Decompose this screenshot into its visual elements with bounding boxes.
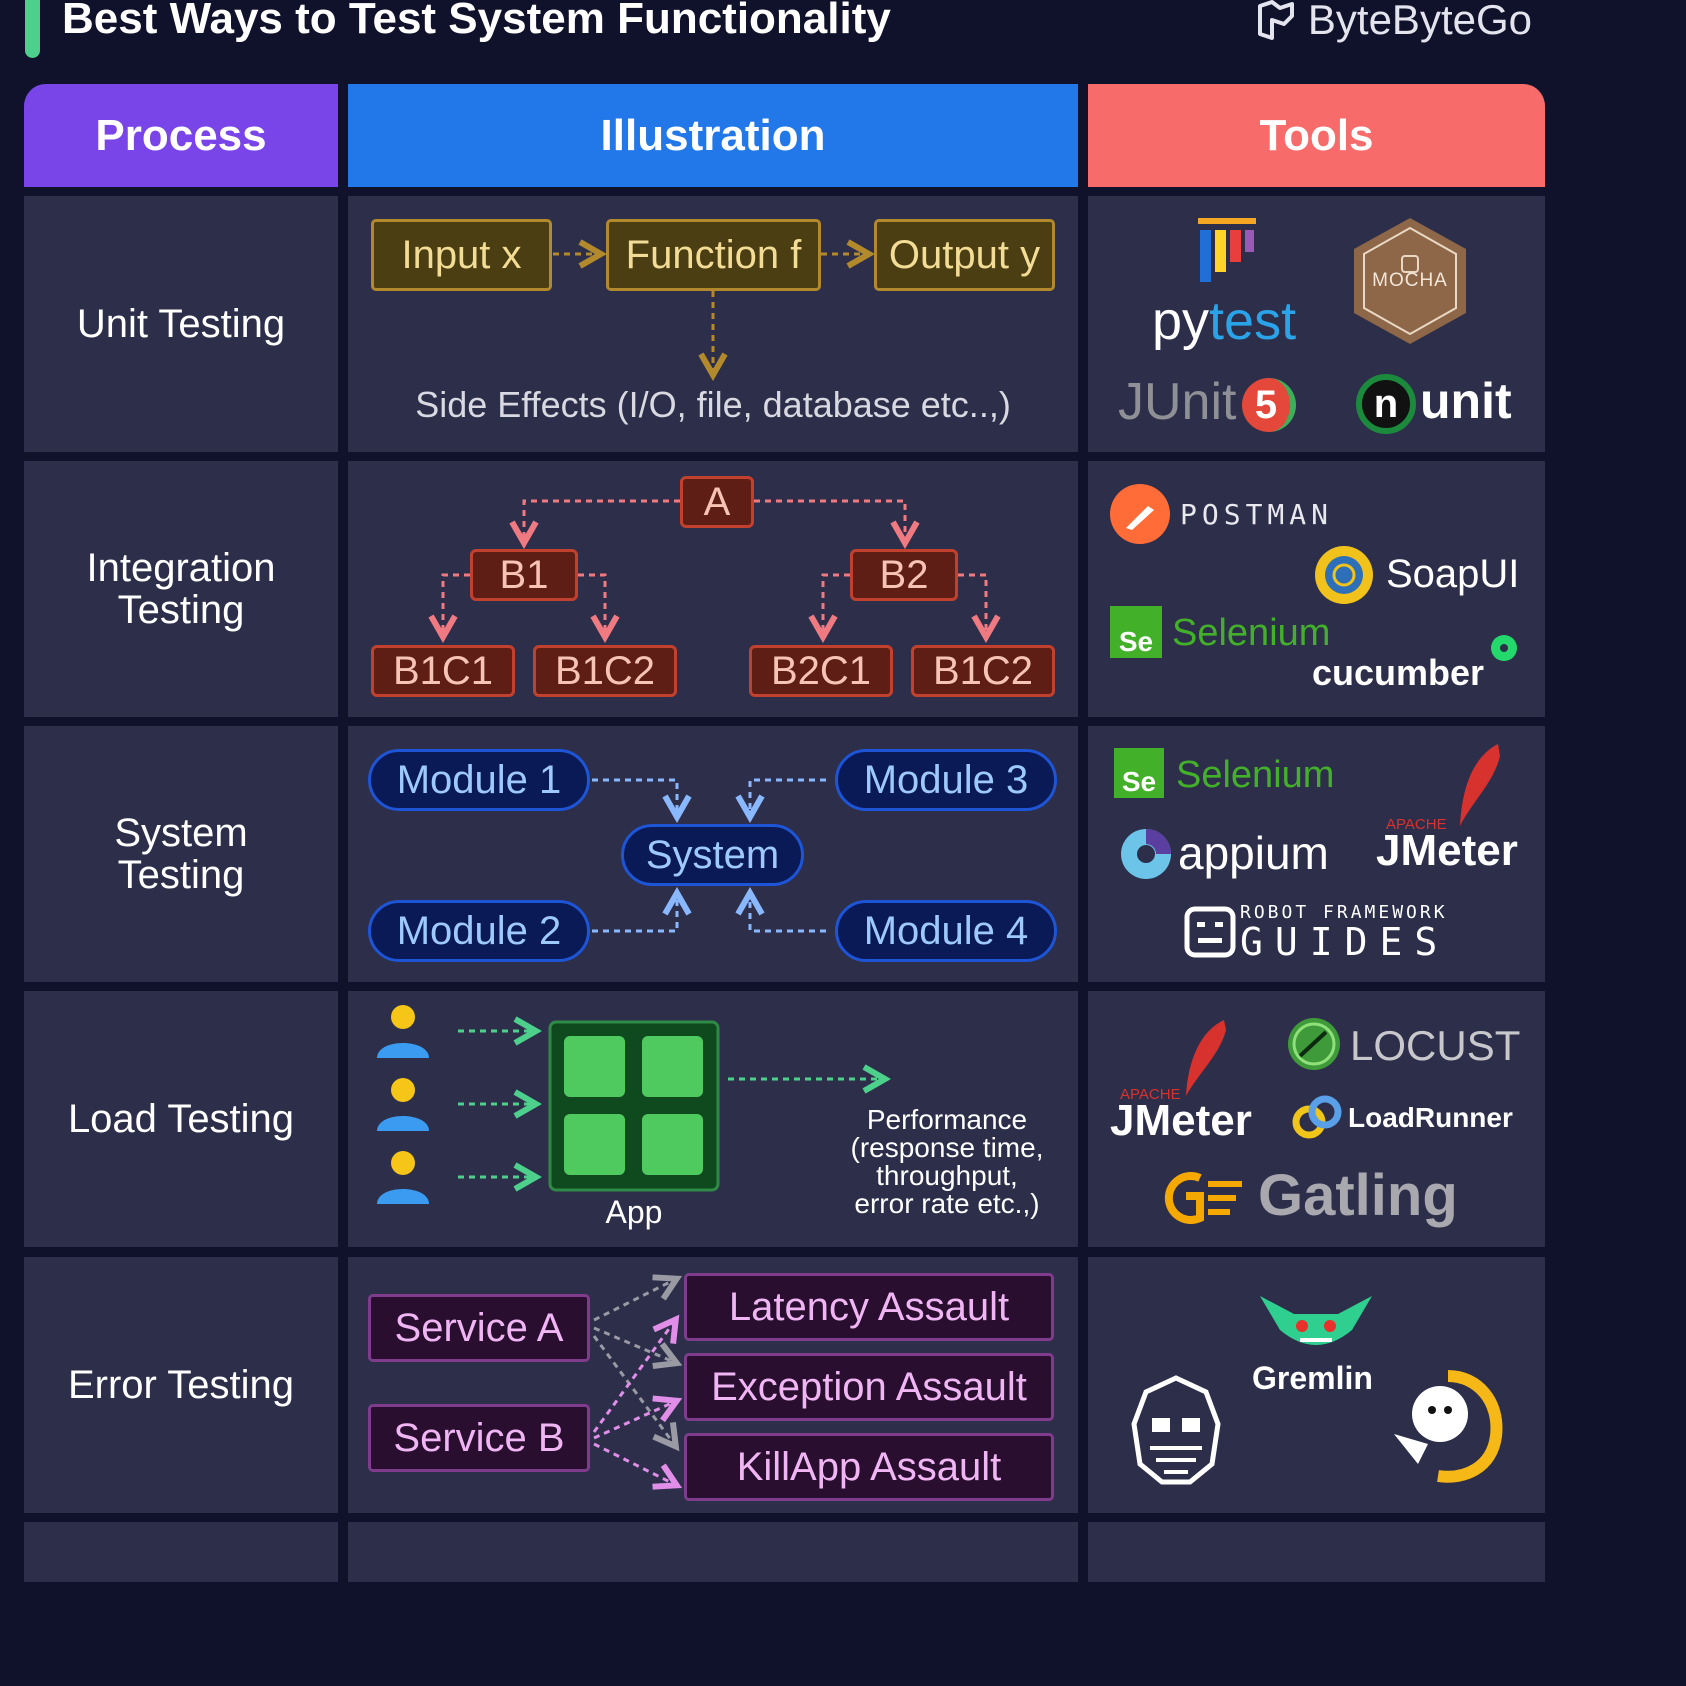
jmeter-text: JMeter	[1376, 826, 1518, 875]
gatling-text: Gatling	[1258, 1163, 1458, 1228]
performance-line-4: error rate etc.,)	[854, 1188, 1040, 1219]
selenium-text: Selenium	[1172, 612, 1331, 654]
junit-version-badge: 5	[1242, 378, 1296, 432]
user-icons	[377, 1005, 429, 1204]
jmeter-feather-icon-2	[1186, 1020, 1226, 1096]
process-next-row	[24, 1522, 338, 1582]
selenium-text-2: Selenium	[1176, 754, 1335, 796]
app-label: App	[605, 1194, 663, 1230]
output-box: Output y	[874, 219, 1055, 291]
node-b2c2: B1C2	[911, 645, 1055, 697]
connector-arrows	[0, 0, 1568, 1568]
side-effects-label: Side Effects (I/O, file, database etc..,…	[415, 384, 1011, 425]
jmeter-apache-text: APACHE	[1386, 816, 1447, 833]
jmeter-apache-text-2: APACHE	[1120, 1086, 1181, 1103]
header-process: Process	[24, 84, 338, 187]
module-2: Module 2	[368, 900, 590, 962]
robot-framework-text: ROBOT FRAMEWORK	[1240, 902, 1448, 923]
gremlin-text: Gremlin	[1252, 1360, 1373, 1396]
selenium-icon-2: Se	[1114, 748, 1164, 798]
node-b1c2: B1C2	[533, 645, 677, 697]
brand-name: ByteByteGo	[1307, 0, 1532, 43]
pytest-logo: pytest	[1152, 290, 1296, 352]
nunit-text: unit	[1420, 373, 1512, 429]
appium-text: appium	[1178, 827, 1329, 879]
module-3: Module 3	[835, 749, 1057, 811]
selenium-icon: Se	[1110, 606, 1162, 658]
title-accent-bar	[25, 0, 40, 58]
performance-line-3: throughput,	[876, 1160, 1018, 1191]
process-integration-testing: Integration Testing	[24, 461, 338, 717]
module-1: Module 1	[368, 749, 590, 811]
performance-label: Performance (response time, throughput, …	[836, 1106, 1058, 1218]
robot-framework-icon	[1184, 906, 1236, 958]
function-box: Function f	[606, 219, 821, 291]
nunit-icon: n	[1356, 374, 1416, 434]
loadrunner-icon	[1292, 1095, 1342, 1139]
process-system-testing: System Testing	[24, 726, 338, 982]
jmeter-text-2: JMeter	[1110, 1096, 1252, 1145]
appium-icon	[1121, 829, 1171, 879]
illustration-next-row	[348, 1522, 1078, 1582]
system-node: System	[621, 824, 804, 886]
gremlin-icon	[1260, 1296, 1372, 1345]
process-error-testing: Error Testing	[24, 1257, 338, 1513]
junit-text: JUnit	[1118, 373, 1237, 431]
loadrunner-text: LoadRunner	[1348, 1102, 1513, 1133]
tools-next-row	[1088, 1522, 1545, 1582]
process-load-testing: Load Testing	[24, 991, 338, 1247]
node-b2: B2	[850, 549, 958, 601]
mocha-text: MOCHA	[1372, 270, 1448, 291]
exception-assault: Exception Assault	[684, 1353, 1054, 1421]
gatling-icon	[1164, 1172, 1242, 1224]
tools-unit	[1088, 196, 1545, 452]
pytest-test: test	[1209, 291, 1297, 351]
page-title: Best Ways to Test System Functionality	[62, 0, 891, 43]
node-b2c1: B2C1	[749, 645, 893, 697]
performance-line-2: (response time,	[850, 1132, 1044, 1163]
killapp-assault: KillApp Assault	[684, 1433, 1054, 1501]
cucumber-icon	[1491, 635, 1517, 661]
soapui-icon	[1315, 546, 1373, 604]
service-a: Service A	[368, 1294, 590, 1362]
locust-text: LOCUST	[1350, 1022, 1521, 1069]
pytest-py: py	[1152, 291, 1210, 351]
cucumber-text: cucumber	[1312, 652, 1485, 693]
latency-assault: Latency Assault	[684, 1273, 1054, 1341]
node-b1: B1	[470, 549, 578, 601]
header-tools: Tools	[1088, 84, 1545, 187]
header-illustration: Illustration	[348, 84, 1078, 187]
robot-framework-guides: GUIDES	[1240, 920, 1450, 964]
input-box: Input x	[371, 219, 552, 291]
bytebytego-icon	[1257, 0, 1294, 40]
soapui-text: SoapUI	[1386, 552, 1520, 596]
process-unit-testing: Unit Testing	[24, 196, 338, 452]
node-a: A	[680, 476, 754, 528]
pytest-icon	[1198, 218, 1256, 282]
postman-icon	[1110, 484, 1170, 544]
locust-icon	[1288, 1018, 1340, 1070]
postman-text: POSTMAN	[1180, 498, 1334, 531]
user-icon	[377, 1005, 429, 1058]
brand-logo: ByteByteGo	[1254, 0, 1532, 44]
jmeter-feather-icon	[1460, 744, 1500, 826]
app-icon	[548, 1020, 720, 1192]
performance-line-1: Performance	[866, 1104, 1028, 1135]
module-4: Module 4	[835, 900, 1057, 962]
monkey-mascot-icon	[1394, 1370, 1503, 1483]
service-b: Service B	[368, 1404, 590, 1472]
chaos-monkey-icon	[1131, 1375, 1221, 1485]
mocha-logo	[1354, 218, 1466, 344]
node-b1c1: B1C1	[371, 645, 515, 697]
